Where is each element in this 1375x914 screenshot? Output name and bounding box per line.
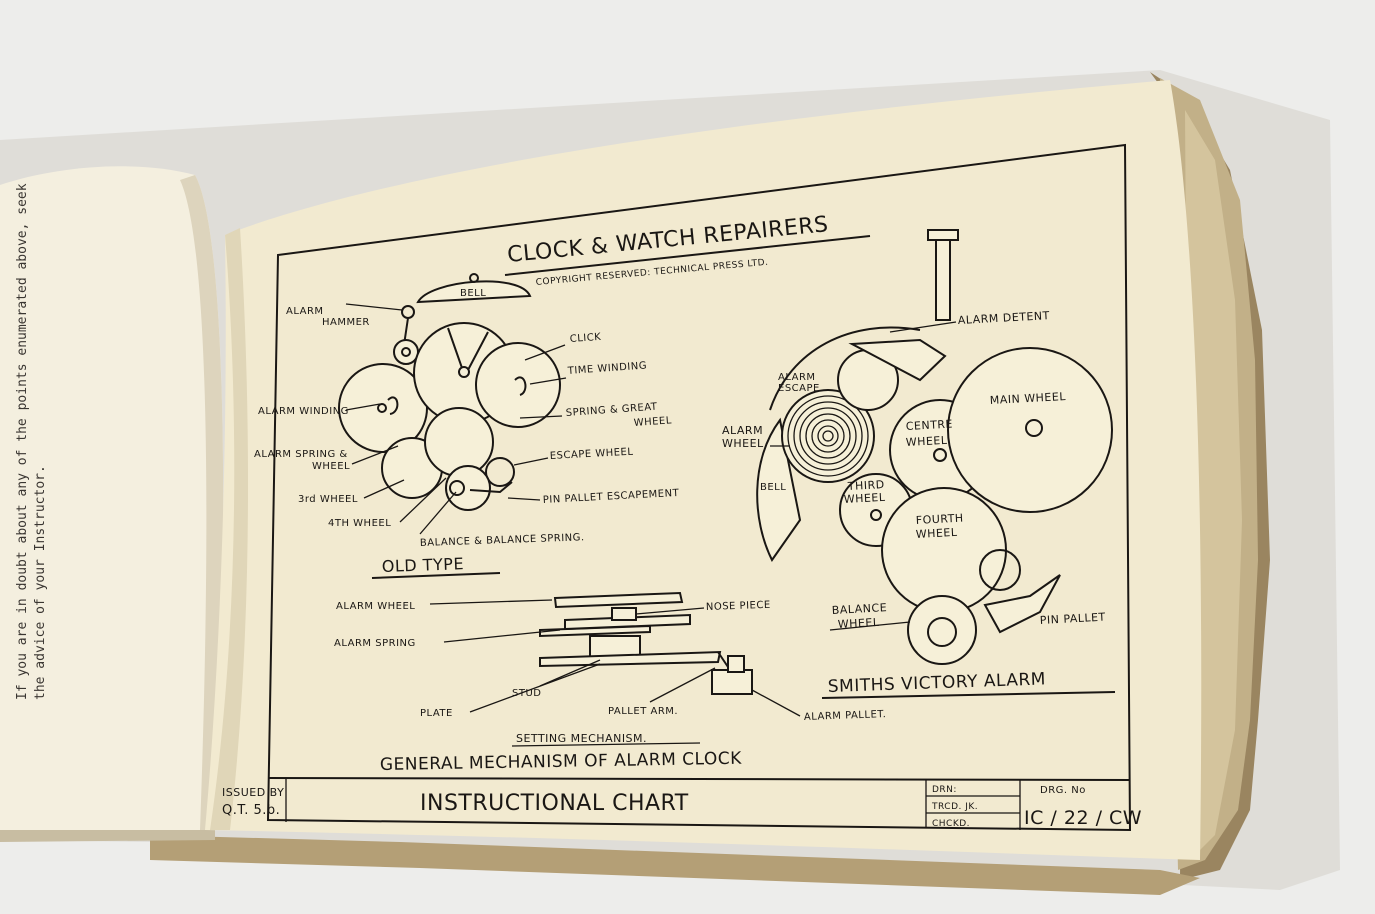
label-fourth-wheel: 4TH WHEEL <box>328 518 391 529</box>
typed-note-line1: If you are in doubt about any of the poi… <box>15 183 30 700</box>
label-alarm-escape-2: ESCAPE <box>778 383 820 394</box>
label-balance-wheel-2: WHEEL <box>837 616 880 631</box>
drg-no-value: IC / 22 / CW <box>1024 807 1142 829</box>
label-centre-wheel-2: WHEEL <box>905 434 948 449</box>
label-alarm-spring-wheel-1: ALARM SPRING & <box>254 449 348 460</box>
label-centre-wheel-1: CENTRE <box>905 418 953 433</box>
setting-title: SETTING MECHANISM. <box>516 732 647 745</box>
label-third-wheel-1: THIRD <box>846 478 884 493</box>
label-fourth-wheel-1: FOURTH <box>915 512 963 527</box>
label-smiths-bell: BELL <box>760 482 786 493</box>
label-fourth-wheel-2: WHEEL <box>915 526 958 541</box>
label-alarm-pallet: ALARM PALLET. <box>804 709 887 723</box>
label-pallet-arm: PALLET ARM. <box>608 706 678 717</box>
label-alarm-hammer-1: ALARM <box>286 306 324 317</box>
label-alarm-spring-wheel-2: WHEEL <box>312 461 350 472</box>
instructional-chart-title: INSTRUCTIONAL CHART <box>420 791 689 816</box>
issued-by-label: ISSUED BY <box>222 786 284 799</box>
label-spring-great-wheel-2: WHEEL <box>633 415 672 429</box>
label-setting-alarm-spring: ALARM SPRING <box>334 638 416 649</box>
label-third-wheel: 3rd WHEEL <box>298 494 358 505</box>
label-alarm-winding: ALARM WINDING <box>258 406 349 417</box>
bell-shape <box>416 280 532 304</box>
label-pin-pallet: PIN PALLET <box>1039 611 1106 627</box>
old-type-diagram <box>338 273 561 511</box>
old-type-title: OLD TYPE <box>381 554 464 576</box>
label-bell: BELL <box>460 288 486 299</box>
issued-by-value: Q.T. 5.b. <box>222 803 280 818</box>
label-setting-alarm-wheel: ALARM WHEEL <box>336 601 415 612</box>
label-balance-wheel-1: BALANCE <box>831 601 887 617</box>
label-alarm-wheel-1: ALARM <box>722 424 763 437</box>
drg-no-label: DRG. No <box>1040 785 1086 796</box>
smiths-diagram <box>756 229 1113 665</box>
trcd-label: TRCD. JK. <box>931 802 978 812</box>
label-third-wheel-2: WHEEL <box>843 491 886 506</box>
smiths-labels: ALARM DETENT ALARM ESCAPE MAIN WHEEL ALA… <box>722 309 1106 631</box>
label-alarm-detent: ALARM DETENT <box>957 309 1050 327</box>
label-alarm-hammer-2: HAMMER <box>322 317 370 328</box>
label-alarm-wheel-2: WHEEL <box>722 437 764 450</box>
label-click: CLICK <box>569 332 601 345</box>
setting-labels: ALARM WHEEL NOSE PIECE ALARM SPRING STUD… <box>334 599 887 723</box>
drawing-border <box>266 143 1132 832</box>
setting-mechanism-diagram <box>539 591 753 695</box>
label-alarm-escape-1: ALARM <box>778 372 816 383</box>
label-nose-piece: NOSE PIECE <box>706 600 771 613</box>
label-stud: STUD <box>512 688 541 699</box>
label-escape-wheel: ESCAPE WHEEL <box>550 447 634 462</box>
chckd-label: CHCKD. <box>932 819 970 829</box>
typed-note-line2: the advice of your Instructor. <box>33 465 48 700</box>
drn-label: DRN: <box>932 785 957 795</box>
label-plate: PLATE <box>420 708 453 719</box>
label-main-wheel: MAIN WHEEL <box>989 390 1066 407</box>
